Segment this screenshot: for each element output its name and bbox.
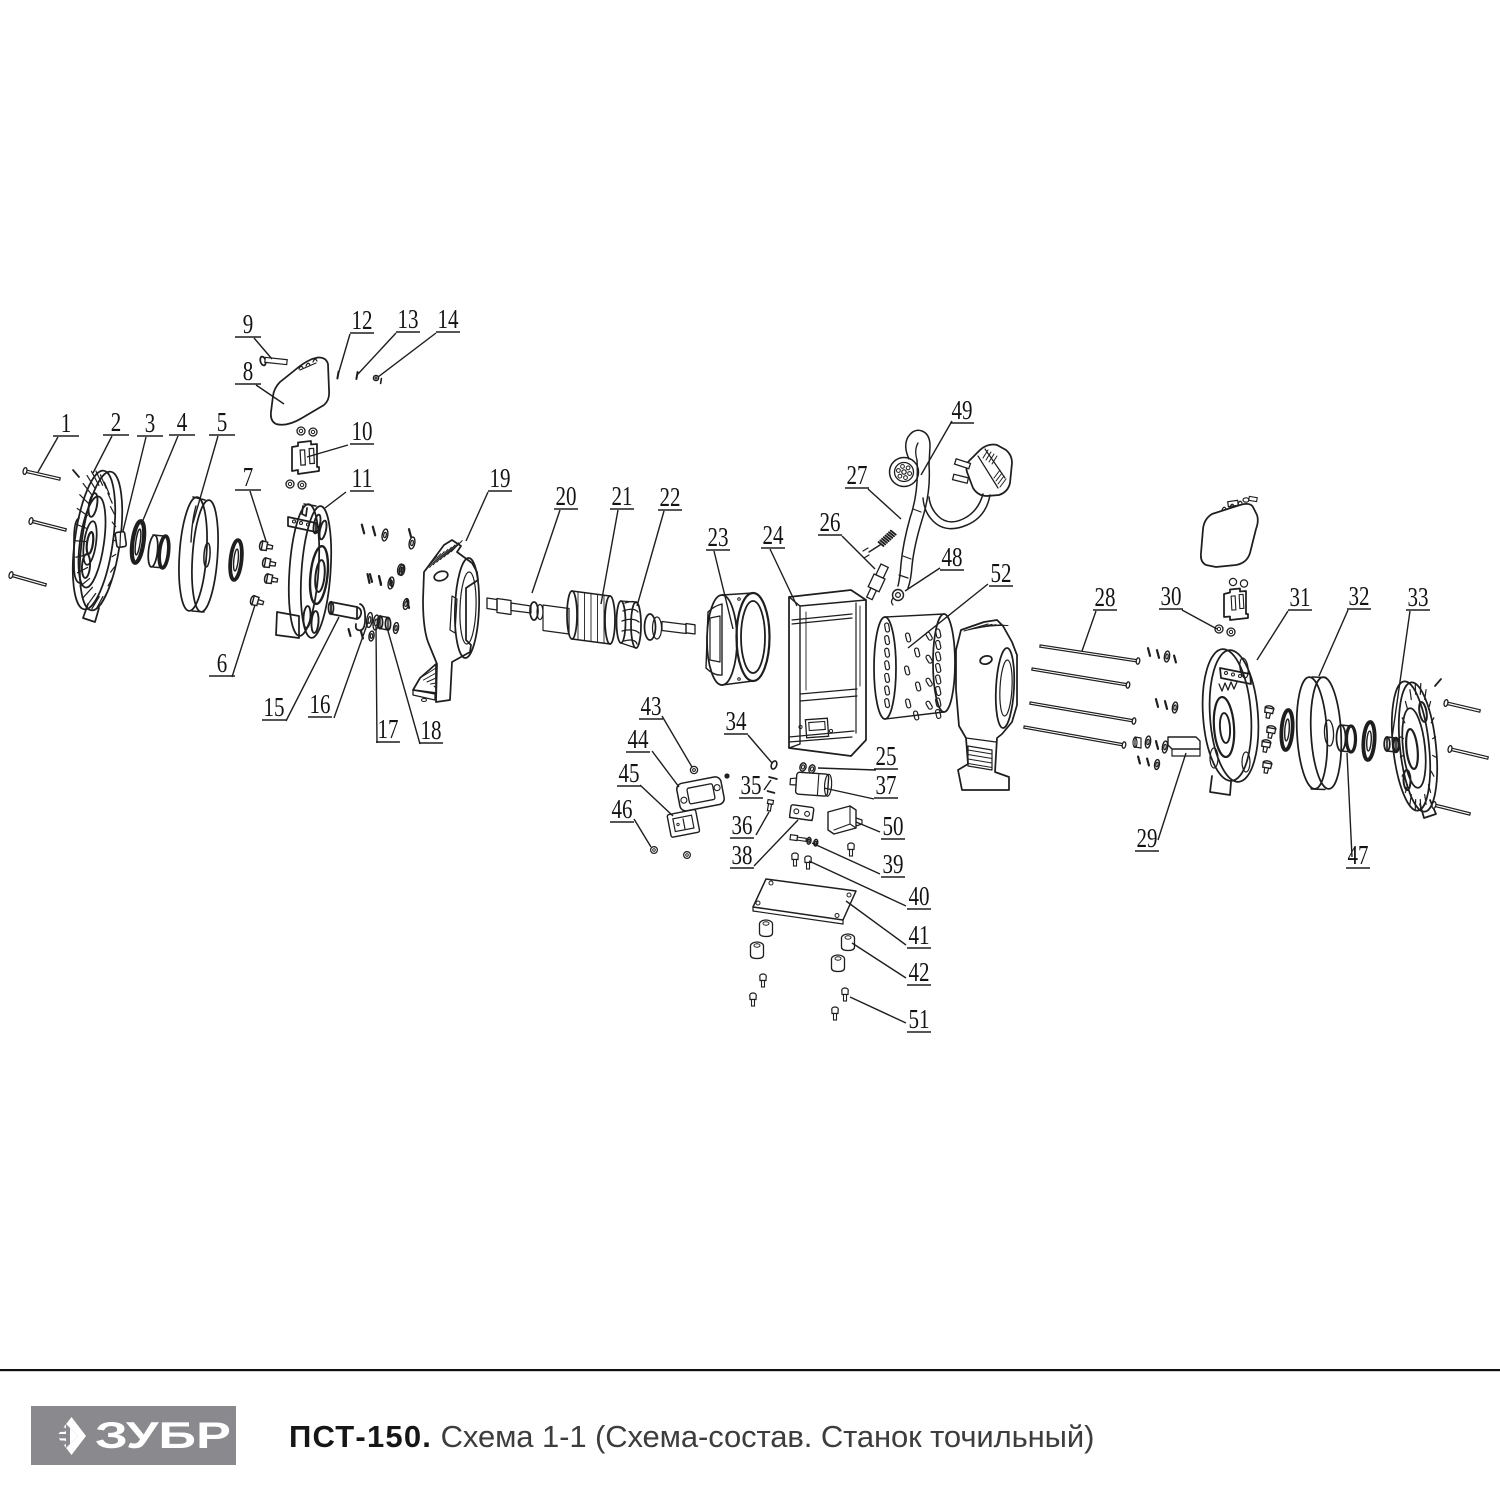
svg-text:30: 30 (1161, 581, 1182, 611)
svg-text:51: 51 (909, 1004, 930, 1034)
svg-text:20: 20 (556, 481, 577, 511)
svg-text:14: 14 (438, 304, 459, 334)
svg-text:41: 41 (909, 920, 930, 950)
svg-text:28: 28 (1095, 582, 1116, 612)
svg-text:21: 21 (612, 481, 633, 511)
svg-text:13: 13 (398, 304, 419, 334)
svg-text:ПСТ-150. Схема 1-1 (Схема-сост: ПСТ-150. Схема 1-1 (Схема-состав. Станок… (289, 1419, 1094, 1454)
svg-text:46: 46 (612, 794, 633, 824)
svg-text:8: 8 (243, 356, 254, 386)
svg-text:34: 34 (726, 706, 747, 736)
svg-text:11: 11 (352, 463, 373, 493)
svg-text:12: 12 (352, 305, 373, 335)
svg-text:15: 15 (264, 692, 285, 722)
svg-text:27: 27 (847, 460, 868, 490)
svg-text:23: 23 (708, 522, 729, 552)
svg-text:3: 3 (145, 408, 156, 438)
svg-text:52: 52 (991, 558, 1012, 588)
svg-text:31: 31 (1290, 582, 1311, 612)
svg-text:25: 25 (876, 741, 897, 771)
svg-text:47: 47 (1348, 840, 1369, 870)
svg-text:16: 16 (310, 689, 331, 719)
svg-text:39: 39 (883, 849, 904, 879)
svg-text:9: 9 (243, 309, 254, 339)
svg-text:29: 29 (1137, 823, 1158, 853)
svg-text:7: 7 (243, 462, 254, 492)
svg-text:1: 1 (61, 408, 72, 438)
svg-text:2: 2 (111, 407, 122, 437)
svg-text:5: 5 (217, 407, 228, 437)
svg-text:32: 32 (1349, 581, 1370, 611)
svg-text:50: 50 (883, 811, 904, 841)
svg-text:49: 49 (952, 395, 973, 425)
svg-text:26: 26 (820, 507, 841, 537)
svg-text:48: 48 (942, 542, 963, 572)
svg-text:45: 45 (619, 758, 640, 788)
svg-text:18: 18 (421, 715, 442, 745)
svg-text:24: 24 (763, 520, 784, 550)
svg-text:6: 6 (217, 648, 228, 678)
svg-text:40: 40 (909, 881, 930, 911)
svg-text:37: 37 (876, 770, 897, 800)
svg-text:43: 43 (641, 691, 662, 721)
svg-text:22: 22 (660, 482, 681, 512)
svg-text:4: 4 (177, 407, 188, 437)
svg-text:44: 44 (628, 724, 649, 754)
svg-text:38: 38 (732, 840, 753, 870)
svg-text:10: 10 (352, 416, 373, 446)
svg-text:33: 33 (1408, 582, 1429, 612)
svg-text:42: 42 (909, 957, 930, 987)
svg-text:36: 36 (732, 810, 753, 840)
svg-text:35: 35 (741, 770, 762, 800)
svg-text:ЗУБР: ЗУБР (95, 1415, 231, 1456)
svg-text:17: 17 (378, 714, 399, 744)
svg-text:19: 19 (490, 463, 511, 493)
